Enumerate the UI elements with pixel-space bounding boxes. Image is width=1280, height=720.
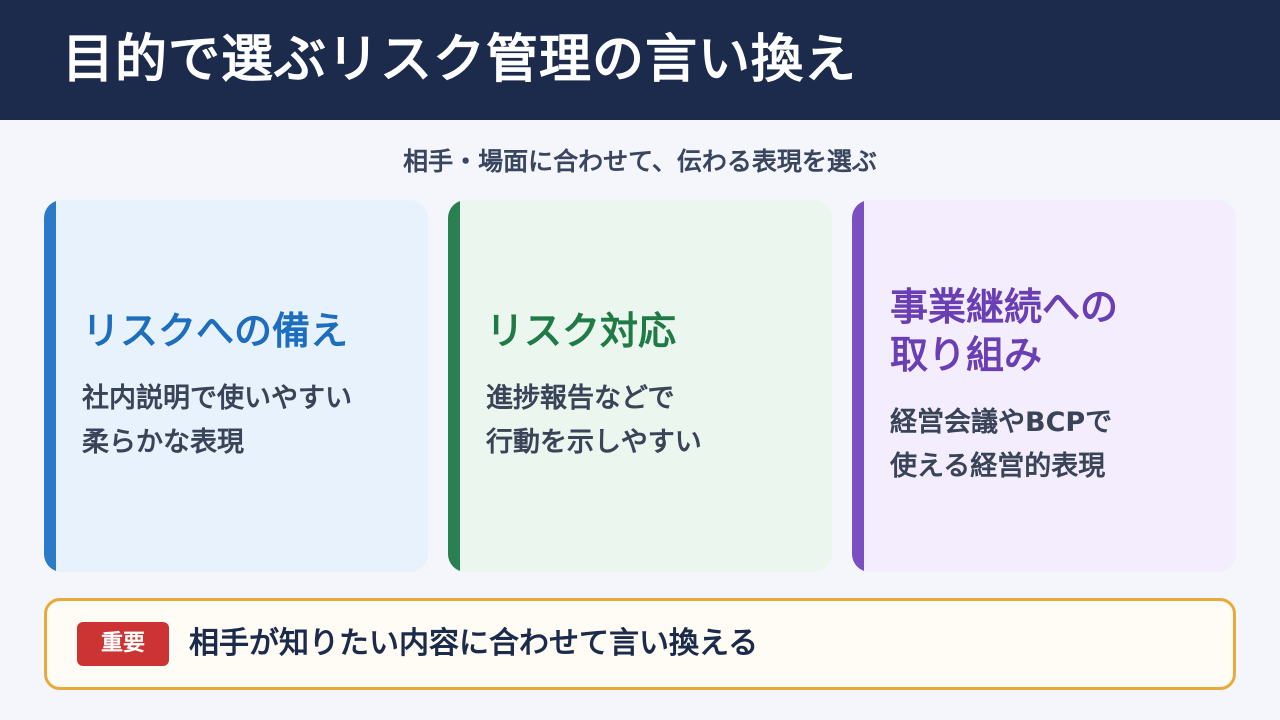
card-body: リスク対応 進捗報告などで 行動を示しやすい [486, 200, 812, 572]
card-body: リスクへの備え 社内説明で使いやすい 柔らかな表現 [82, 200, 408, 572]
page-title: 目的で選ぶリスク管理の言い換え [62, 30, 858, 90]
card-title-line: 取り組み [890, 333, 1043, 377]
card-description: 進捗報告などで 行動を示しやすい [486, 377, 812, 465]
important-note-box: 重要 相手が知りたい内容に合わせて言い換える [44, 598, 1236, 690]
card-risk-response: リスク対応 進捗報告などで 行動を示しやすい [448, 200, 832, 572]
card-accent-bar [852, 200, 864, 572]
card-desc-line: 使える経営的表現 [890, 451, 1106, 482]
card-body: 事業継続への 取り組み 経営会議やBCPで 使える経営的表現 [890, 200, 1216, 572]
card-accent-bar [44, 200, 56, 572]
card-title: リスクへの備え [82, 307, 408, 355]
card-desc-line: 社内説明で使いやすい [82, 383, 352, 414]
header-bar: 目的で選ぶリスク管理の言い換え [0, 0, 1280, 120]
card-title-line: 事業継続への [890, 285, 1119, 329]
card-description: 社内説明で使いやすい 柔らかな表現 [82, 377, 408, 465]
important-badge: 重要 [77, 622, 169, 666]
card-desc-line: 経営会議やBCPで [890, 407, 1113, 438]
card-risk-preparation: リスクへの備え 社内説明で使いやすい 柔らかな表現 [44, 200, 428, 572]
card-description: 経営会議やBCPで 使える経営的表現 [890, 401, 1216, 489]
card-title-line: リスクへの備え [82, 309, 349, 353]
important-note-text: 相手が知りたい内容に合わせて言い換える [189, 626, 759, 661]
card-accent-bar [448, 200, 460, 572]
card-title-line: リスク対応 [486, 309, 677, 353]
card-desc-line: 柔らかな表現 [82, 427, 244, 458]
card-business-continuity: 事業継続への 取り組み 経営会議やBCPで 使える経営的表現 [852, 200, 1236, 572]
page-subtitle: 相手・場面に合わせて、伝わる表現を選ぶ [403, 147, 877, 176]
card-desc-line: 進捗報告などで [486, 383, 675, 414]
card-desc-line: 行動を示しやすい [486, 427, 702, 458]
card-title: 事業継続への 取り組み [890, 283, 1216, 379]
card-title: リスク対応 [486, 307, 812, 355]
